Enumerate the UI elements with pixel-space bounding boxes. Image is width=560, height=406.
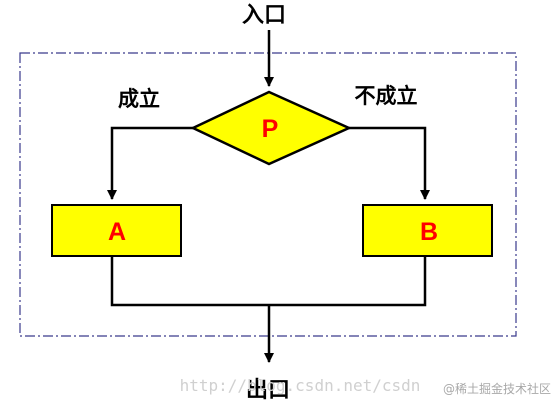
condition-false-label: 不成立 [355, 84, 418, 108]
merge-line [110, 256, 427, 307]
process-box-b [362, 204, 493, 257]
process-box-a [51, 204, 182, 257]
decision-diamond [190, 90, 353, 166]
box-b-label: B [420, 218, 438, 246]
true-branch-line [107, 126, 193, 200]
decision-label: P [262, 115, 279, 143]
watermark-url: http://blog.csdn.net/csdn [180, 376, 421, 395]
exit-label: 出口 [246, 378, 290, 403]
false-branch-line [349, 126, 430, 200]
watermark-site: @稀土掘金技术社区 [443, 381, 551, 396]
box-a-label: A [108, 218, 126, 246]
entry-label: 入口 [242, 3, 286, 28]
condition-true-label: 成立 [118, 87, 160, 111]
